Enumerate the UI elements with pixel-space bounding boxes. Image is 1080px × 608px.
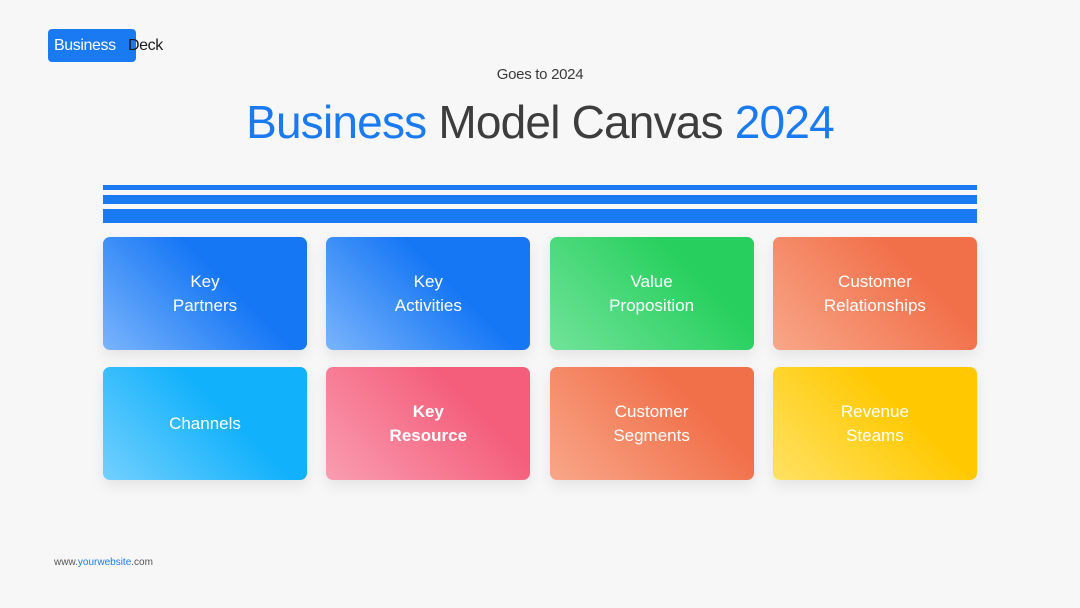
logo-primary: Business	[48, 29, 136, 62]
footer-domain: yourwebsite	[77, 557, 132, 568]
title-part-model-canvas: Model Canvas	[426, 96, 735, 148]
logo-secondary: Deck	[128, 36, 163, 54]
card-key-activities: Key Activities	[326, 237, 531, 350]
card-customer-segments: Customer Segments	[549, 367, 754, 480]
card-label: Value Proposition	[609, 271, 695, 315]
card-key-partners: Key Partners	[103, 237, 307, 350]
card-channels: Channels	[103, 367, 307, 480]
canvas-grid: Key Partners Key Activities Value Propos…	[103, 237, 977, 480]
title-part-year: 2024	[734, 96, 835, 148]
divider-stripe-thin-top	[103, 185, 977, 190]
divider-stripe-medium	[103, 195, 977, 204]
card-label: Key Activities	[394, 271, 462, 315]
card-customer-relationships: Customer Relationships	[772, 237, 977, 350]
card-label: Customer Relationships	[823, 271, 926, 315]
footer-suffix: .com	[131, 557, 153, 568]
card-label: Key Partners	[172, 271, 238, 315]
title-part-business: Business	[246, 96, 427, 148]
card-label: Revenue Steams	[840, 401, 909, 445]
card-label: Customer Segments	[613, 401, 690, 445]
card-key-resource: Key Resource	[326, 367, 531, 480]
card-value-proposition: Value Proposition	[549, 237, 754, 350]
card-revenue-streams: Revenue Steams	[772, 367, 977, 480]
footer-website[interactable]: www.yourwebsite.com	[54, 557, 153, 568]
card-label: Channels	[169, 413, 241, 433]
footer-prefix: www.	[54, 557, 78, 568]
page-title: Business Model Canvas 2024	[0, 94, 1080, 150]
brand-logo: Business Deck	[48, 29, 163, 62]
divider-stripe-thick	[103, 209, 977, 223]
page-subtitle: Goes to 2024	[496, 66, 584, 83]
card-label: Key Resource	[389, 401, 468, 445]
